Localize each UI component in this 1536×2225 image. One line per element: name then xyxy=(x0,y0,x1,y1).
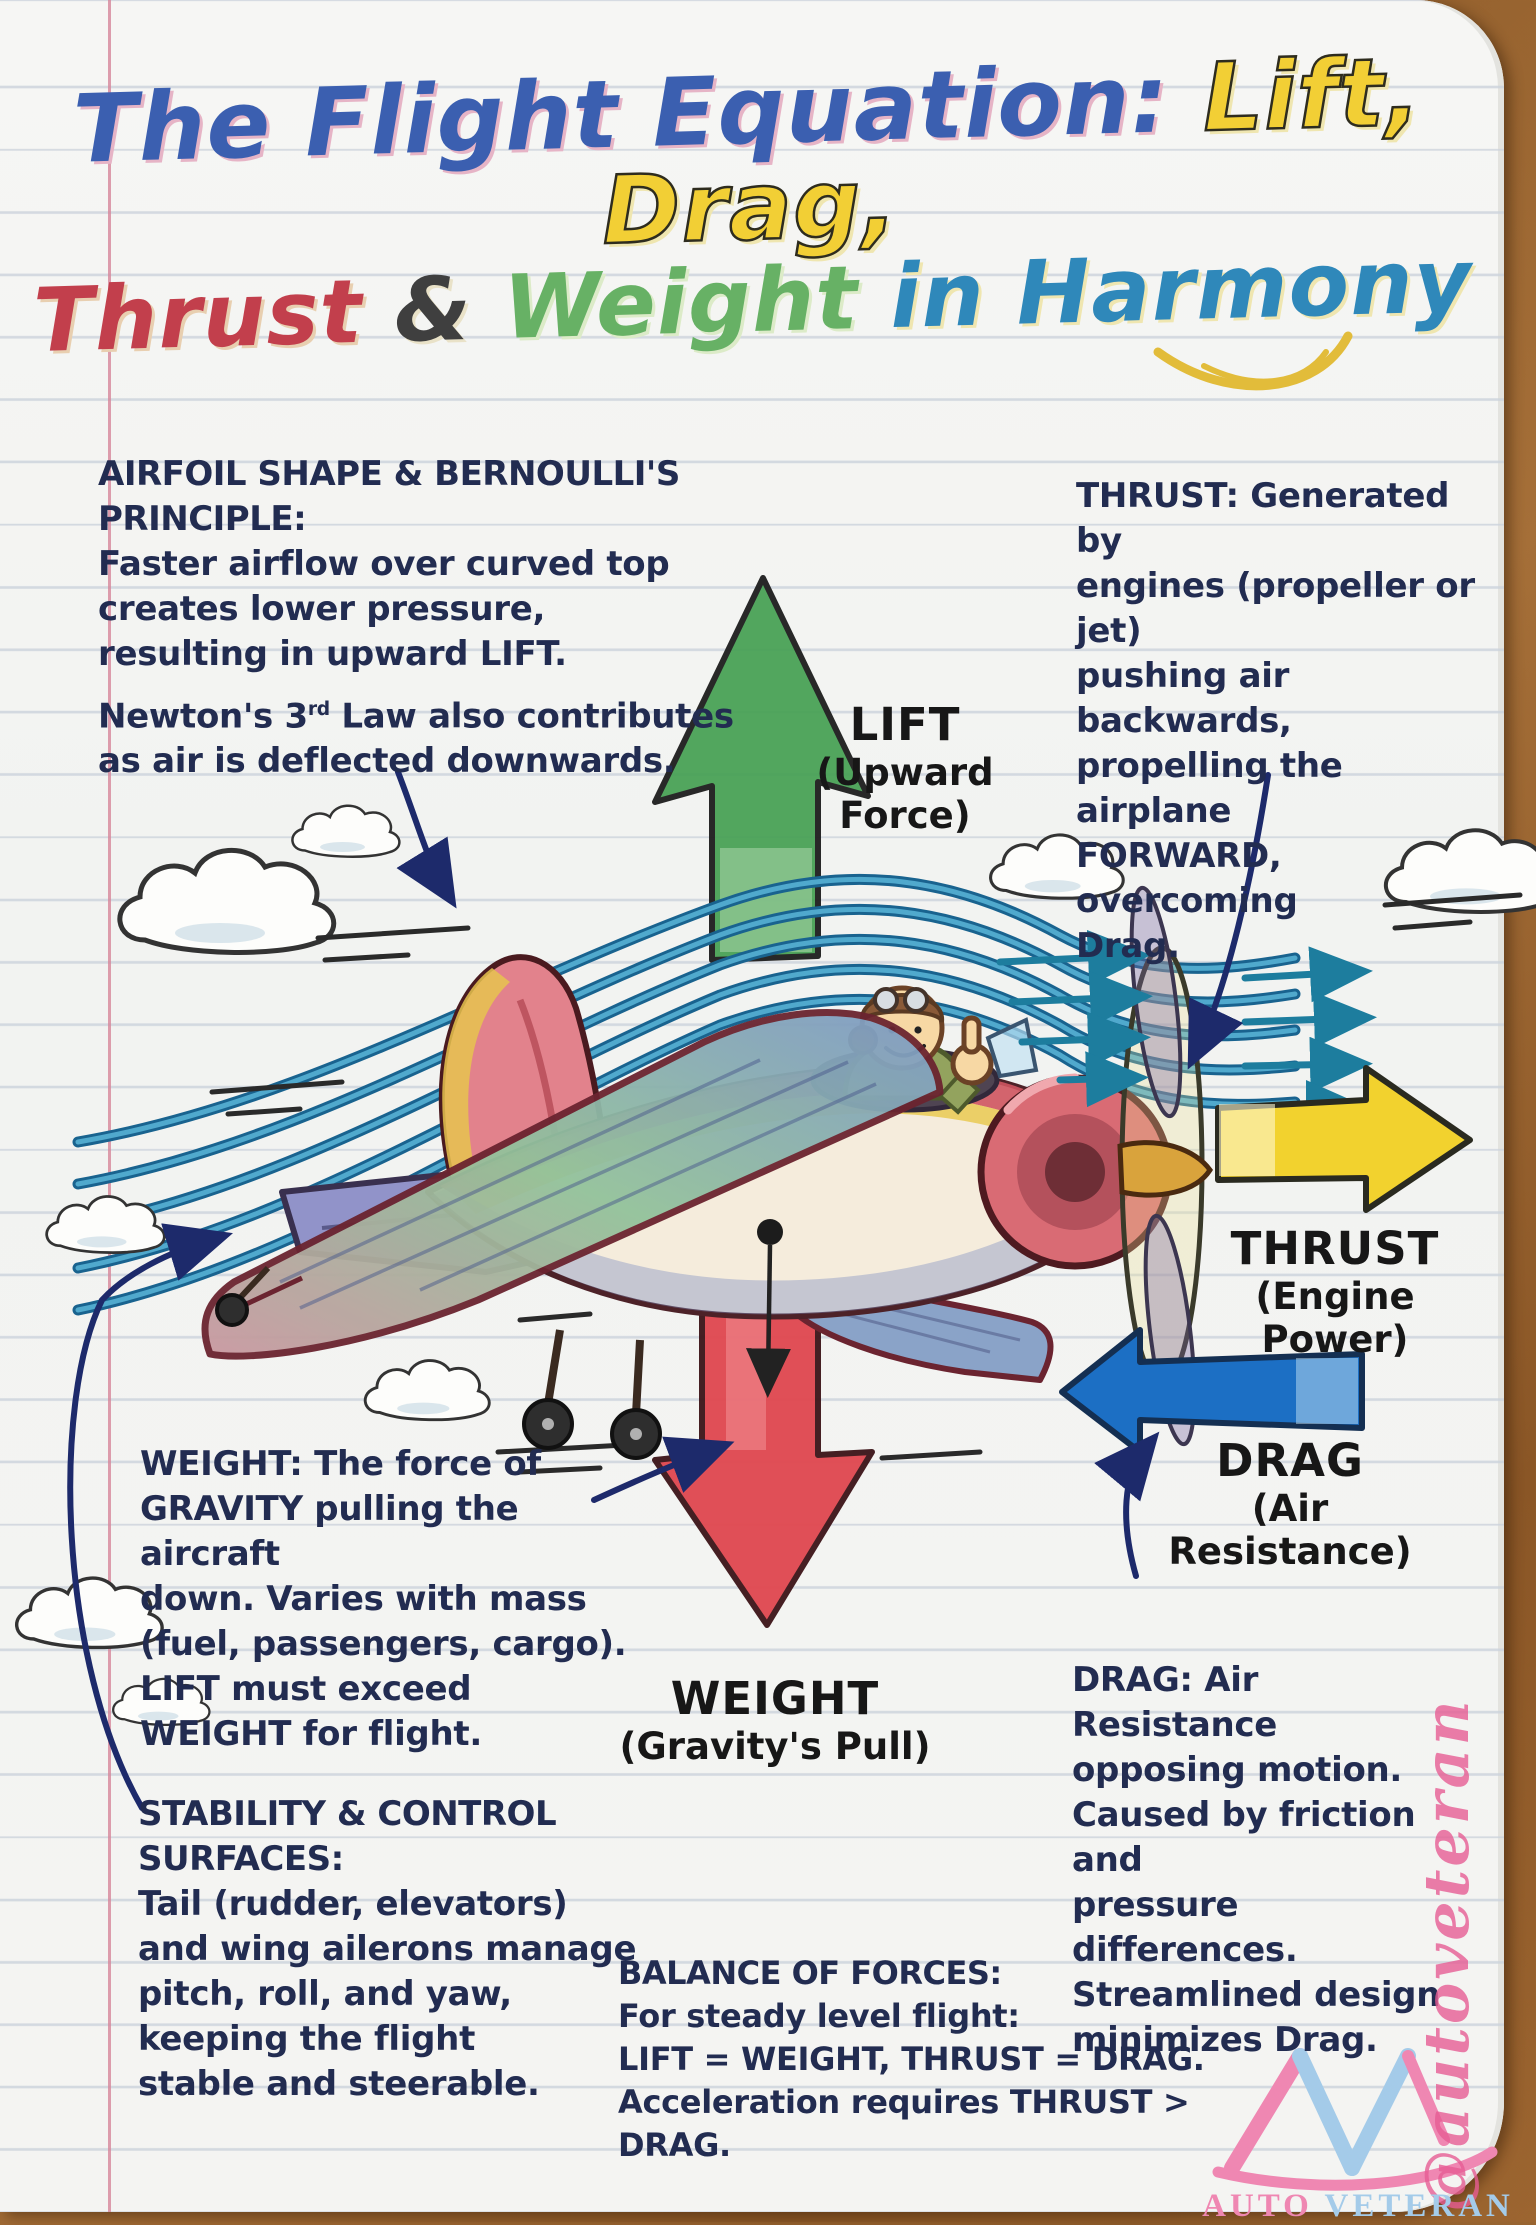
tail-wheel xyxy=(215,1293,249,1327)
note-airfoil: AIRFOIL SHAPE & BERNOULLI'S PRINCIPLE: F… xyxy=(98,452,738,784)
thrust-arrow xyxy=(1215,1065,1473,1213)
note-stability-heading: STABILITY & CONTROL SURFACES: xyxy=(138,1794,557,1879)
page-title: The Flight Equation: Lift, Drag, Thrust … xyxy=(26,37,1473,372)
brand-logo-text: AUTO VETERAN xyxy=(1202,2188,1514,2224)
lift-arrow xyxy=(652,575,871,963)
brand-logo: AUTO VETERAN xyxy=(1188,2040,1528,2225)
arrow-airfoil-to-airflow xyxy=(395,769,457,909)
annotation-arrows xyxy=(67,769,1271,1811)
speed-dashes xyxy=(209,892,1523,1475)
pilot-thumb xyxy=(961,1015,982,1055)
note-thrust: THRUST: Generated by engines (propeller … xyxy=(1076,476,1475,966)
center-of-gravity-vector xyxy=(745,1219,791,1398)
windshield xyxy=(985,1017,1039,1079)
label-lift: LIFT (Upward Force) xyxy=(816,698,994,837)
arrow-stability-to-tail xyxy=(67,1223,233,1811)
note-balance-heading: BALANCE OF FORCES: xyxy=(618,1954,1002,1992)
arrow-dragnote-to-arrow xyxy=(1094,1431,1160,1579)
margin-line xyxy=(108,0,111,2212)
label-thrust: THRUST (Engine Power) xyxy=(1230,1222,1440,1361)
pilot-goggle-right xyxy=(903,987,929,1013)
arrow-weightnote-to-arrow xyxy=(591,1436,735,1503)
note-balance: BALANCE OF FORCES: For steady level flig… xyxy=(618,1952,1258,2167)
spinner-cone xyxy=(1117,1140,1214,1198)
arrow-thrustnote-to-prop xyxy=(1187,772,1271,1070)
brand-logo-monogram xyxy=(1212,2048,1498,2191)
pilot-goggle-left xyxy=(873,987,899,1013)
label-drag: DRAG (Air Resistance) xyxy=(1168,1434,1412,1573)
label-weight: WEIGHT (Gravity's Pull) xyxy=(619,1672,931,1768)
note-weight: WEIGHT: The force of GRAVITY pulling the… xyxy=(140,1444,627,1754)
note-drag: DRAG: Air Resistance opposing motion. Ca… xyxy=(1072,1660,1441,2060)
note-airfoil-newton: Newton's 3rd Law also contributes xyxy=(98,696,734,737)
note-stability: STABILITY & CONTROL SURFACES: Tail (rudd… xyxy=(138,1792,698,2107)
title-flourish xyxy=(1153,331,1353,391)
note-airfoil-heading: AIRFOIL SHAPE & BERNOULLI'S PRINCIPLE: xyxy=(98,454,680,539)
